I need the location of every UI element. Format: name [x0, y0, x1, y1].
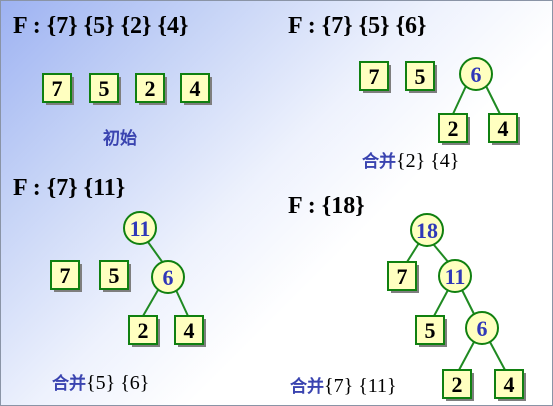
- leaf-box: 4: [488, 113, 520, 145]
- leaf-value: 5: [425, 318, 436, 343]
- node-value: 11: [130, 216, 151, 241]
- edge: [147, 241, 164, 264]
- merged-nodes: 6 11 6 18 11 6: [123, 57, 499, 345]
- tree-node: 18: [410, 213, 444, 247]
- panel-3-title: F : {7} {11}: [13, 175, 126, 201]
- leaf-box: 4: [180, 73, 212, 105]
- leaf-boxes: 7 5 2 4 7 5 2 4 7 5 2 4 7 5 2 4: [42, 61, 526, 401]
- leaf-box: 2: [442, 369, 474, 401]
- leaf-value: 5: [415, 64, 426, 89]
- edge: [458, 341, 475, 371]
- leaf-value: 4: [504, 372, 515, 397]
- leaf-box: 2: [438, 113, 470, 145]
- panel-1-caption: 初始: [103, 128, 137, 148]
- leaf-box: 5: [405, 61, 437, 93]
- edge: [175, 289, 189, 317]
- leaf-value: 7: [397, 264, 408, 289]
- caption-num: {7} {11}: [324, 375, 397, 397]
- leaf-value: 4: [190, 76, 201, 101]
- panel-1-title: F : {7} {5} {2} {4}: [13, 13, 189, 39]
- leaf-value: 2: [145, 76, 156, 101]
- leaf-box: 7: [359, 61, 391, 93]
- edge: [489, 341, 506, 371]
- edge: [461, 289, 476, 317]
- tree-node: 6: [465, 311, 499, 345]
- tree-node: 11: [123, 211, 157, 245]
- leaf-value: 7: [369, 64, 380, 89]
- leaf-box: 7: [50, 260, 82, 292]
- panel-4-caption: 合并{7} {11}: [290, 376, 397, 396]
- caption-cn: 合并: [52, 374, 86, 394]
- leaf-value: 2: [452, 372, 463, 397]
- leaf-value: 5: [109, 263, 120, 288]
- leaf-box: 7: [387, 261, 419, 293]
- tree-node: 6: [459, 57, 493, 91]
- leaf-value: 7: [60, 263, 71, 288]
- edge: [142, 289, 159, 317]
- leaf-value: 4: [498, 116, 509, 141]
- leaf-box: 7: [42, 73, 74, 105]
- leaf-box: 5: [99, 260, 131, 292]
- leaf-box: 5: [415, 315, 447, 347]
- edge: [433, 289, 449, 317]
- edge: [485, 85, 501, 115]
- caption-num: {2} {4}: [396, 150, 460, 172]
- edges: [142, 85, 506, 371]
- node-value: 6: [163, 265, 174, 290]
- caption-cn: 合并: [362, 152, 396, 172]
- node-value: 11: [445, 264, 466, 289]
- caption-cn: 合并: [290, 377, 324, 397]
- node-value: 6: [471, 62, 482, 87]
- caption-num: {5} {6}: [86, 372, 150, 394]
- edge: [452, 85, 467, 115]
- leaf-value: 2: [448, 116, 459, 141]
- leaf-box: 4: [494, 369, 526, 401]
- leaf-box: 4: [174, 315, 206, 347]
- leaf-box: 2: [128, 315, 160, 347]
- panel-2-title: F : {7} {5} {6}: [288, 13, 427, 39]
- panel-2-caption: 合并{2} {4}: [362, 151, 459, 171]
- leaf-value: 5: [99, 76, 110, 101]
- panel-4-title: F : {18}: [288, 193, 365, 219]
- leaf-box: 5: [89, 73, 121, 105]
- leaf-box: 2: [135, 73, 167, 105]
- panel-3-caption: 合并{5} {6}: [52, 373, 149, 393]
- leaf-value: 4: [184, 318, 195, 343]
- leaf-value: 2: [138, 318, 149, 343]
- tree-node: 6: [151, 260, 185, 294]
- edge: [433, 244, 450, 264]
- caption-cn: 初始: [103, 129, 137, 149]
- node-value: 18: [416, 218, 438, 243]
- edge: [406, 242, 420, 263]
- tree-node: 11: [438, 259, 472, 293]
- node-value: 6: [477, 316, 488, 341]
- leaf-value: 7: [52, 76, 63, 101]
